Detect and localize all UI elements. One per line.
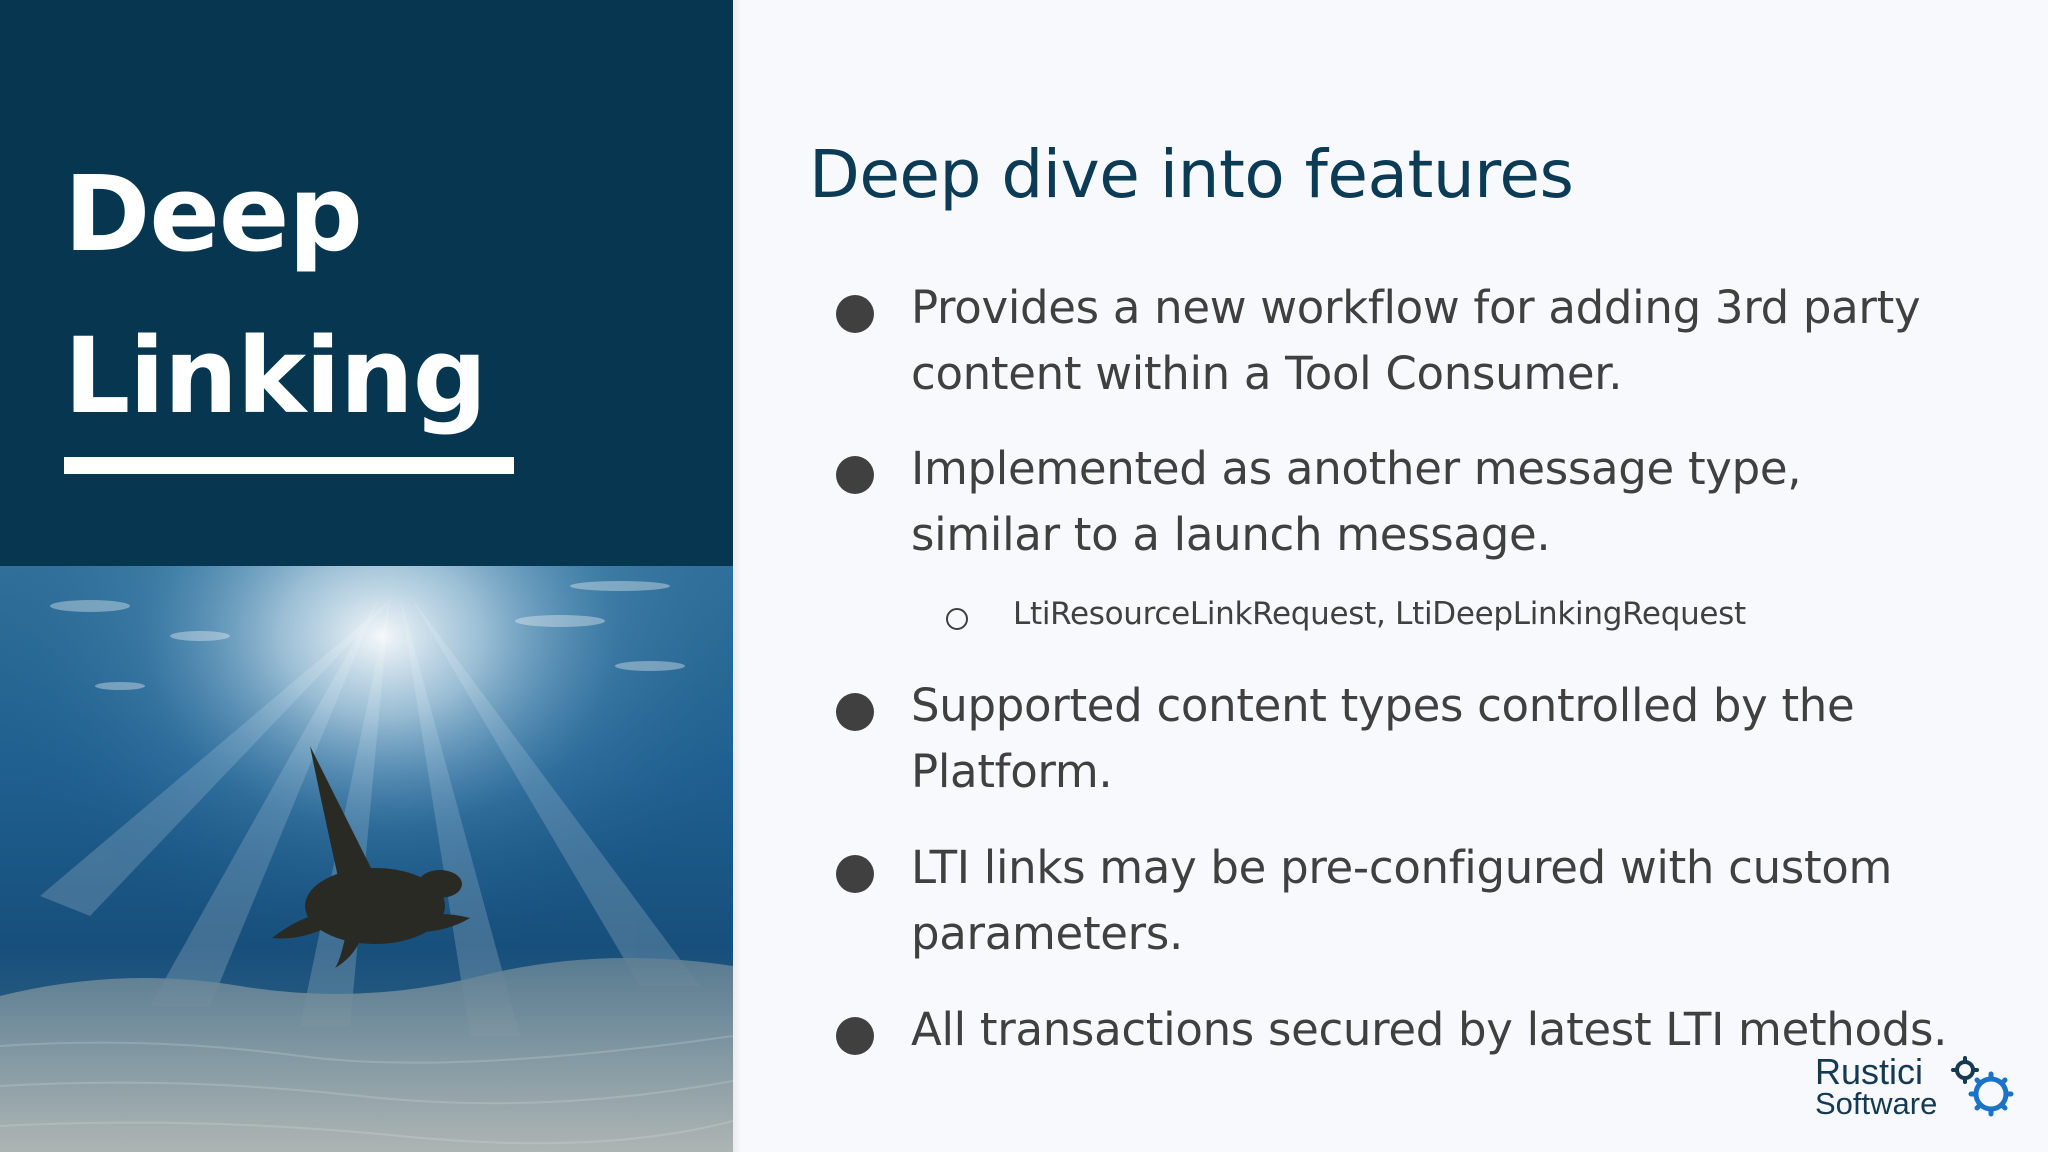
gears-icon [1951, 1056, 2014, 1117]
rustici-software-logo: Rustici Software [1815, 1052, 2015, 1122]
slide-heading: Deep dive into features [809, 136, 1574, 213]
bullet-dot-icon [836, 1017, 874, 1055]
bullet-dot-icon [836, 456, 874, 494]
bullet-line: LTI links may be pre-configured with cus… [911, 841, 1893, 894]
bullet-line: Provides a new workflow for adding 3rd p… [911, 281, 1921, 334]
bullet-dot-icon [836, 693, 874, 731]
bullet-line: Supported content types controlled by th… [911, 679, 1855, 732]
bullet-line: Platform. [911, 745, 1113, 798]
logo-word-2: Software [1815, 1086, 1938, 1121]
turtle-shape [272, 746, 470, 968]
title-panel: Deep Linking [0, 0, 733, 566]
sub-bullet-text: LtiResourceLinkRequest, LtiDeepLinkingRe… [1013, 596, 1746, 632]
bullet-dot-icon [836, 295, 874, 333]
bullet-text: Implemented as another message type, sim… [911, 436, 2001, 568]
bullet-dot-icon [836, 855, 874, 893]
bullet-text: Provides a new workflow for adding 3rd p… [911, 275, 2001, 407]
bullet-ring-icon [946, 608, 968, 630]
bullet-line: content within a Tool Consumer. [911, 347, 1623, 400]
slide-title-line-1: Deep [64, 153, 363, 275]
bullet-text: All transactions secured by latest LTI m… [911, 997, 2001, 1063]
bullet-text: LTI links may be pre-configured with cus… [911, 835, 2001, 967]
bullet-line: parameters. [911, 907, 1184, 960]
logo-word-1: Rustici [1815, 1051, 1924, 1092]
title-underline [64, 457, 514, 474]
bullet-line: Implemented as another message type, [911, 442, 1802, 495]
slide-title-line-2: Linking [64, 315, 487, 437]
panel-divider [733, 0, 741, 1152]
bullet-line: similar to a launch message. [911, 508, 1551, 561]
sea-turtle-photo [0, 566, 733, 1152]
bullet-line: All transactions secured by latest LTI m… [911, 1003, 1948, 1056]
bullet-text: Supported content types controlled by th… [911, 673, 2001, 805]
